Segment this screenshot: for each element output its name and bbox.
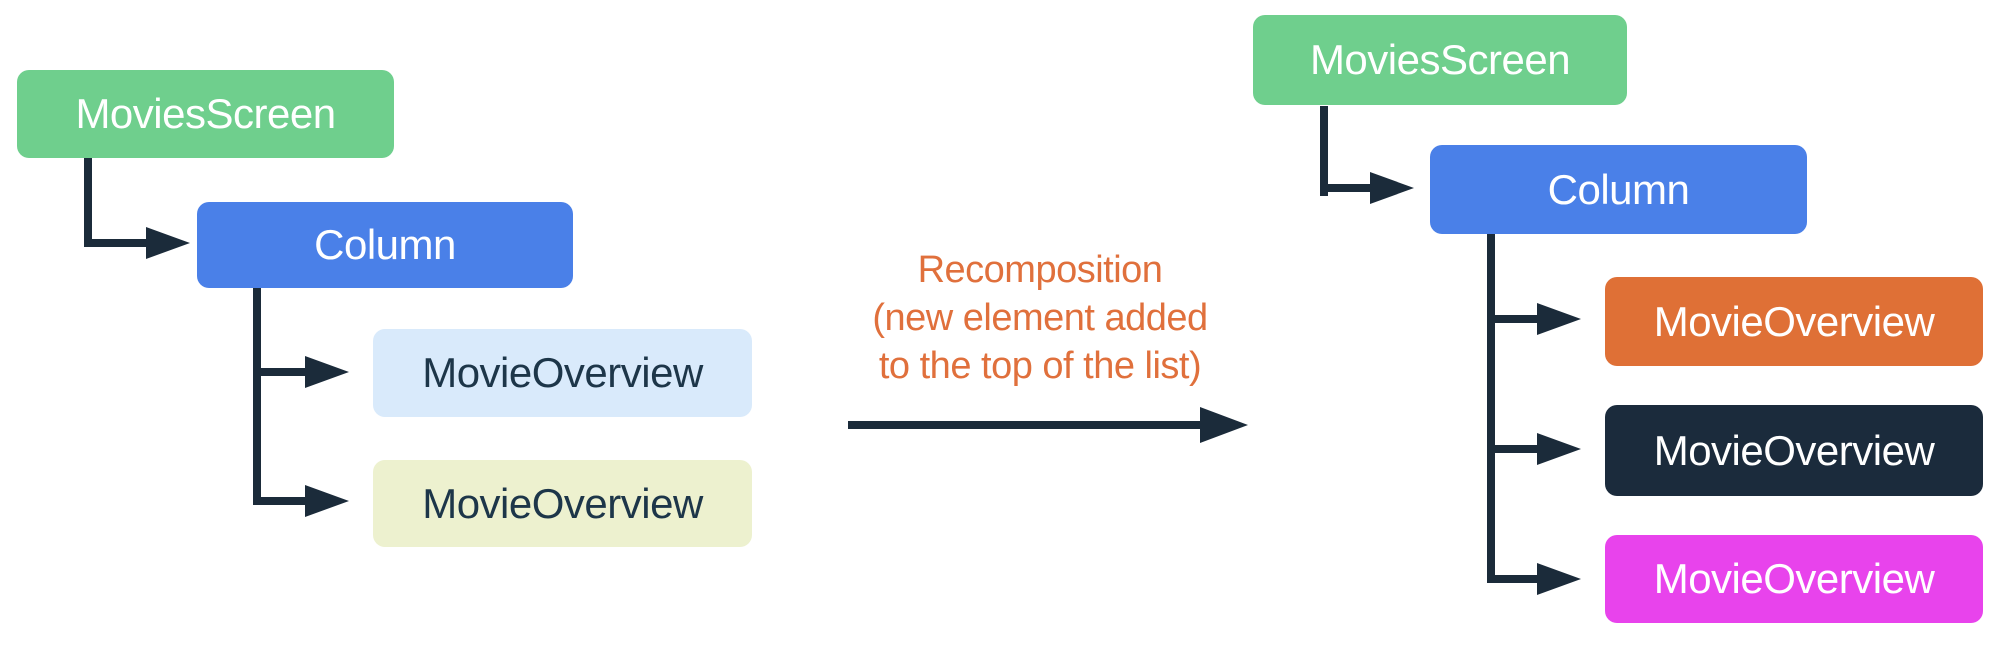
node-label: MoviesScreen <box>75 90 336 137</box>
connector-line <box>253 288 261 505</box>
connector-line <box>1487 315 1539 323</box>
node-movieoverview-after-3: MovieOverview <box>1605 535 1983 623</box>
connector-line <box>1487 445 1539 453</box>
node-movieoverview-after-1: MovieOverview <box>1605 277 1983 366</box>
node-label: MovieOverview <box>1653 555 1935 602</box>
node-movieoverview-after-2: MovieOverview <box>1605 405 1983 496</box>
arrowhead-icon <box>305 356 349 388</box>
transition-arrowhead-icon <box>1200 407 1248 443</box>
transition-arrow-line <box>848 421 1202 429</box>
connector-line <box>253 497 307 505</box>
connector-line <box>1320 184 1372 192</box>
arrowhead-icon <box>1537 433 1581 465</box>
connector-line <box>84 239 148 247</box>
arrowhead-icon <box>1537 303 1581 335</box>
node-label: Column <box>1547 165 1690 213</box>
node-label: Column <box>314 221 456 268</box>
node-label: MovieOverview <box>422 479 703 527</box>
recomposition-annotation: Recomposition (new element added to the … <box>780 246 1300 390</box>
connector-line <box>1487 575 1539 583</box>
node-label: MoviesScreen <box>1309 36 1571 83</box>
connector-line <box>253 368 307 376</box>
node-column-before: Column <box>197 202 573 288</box>
arrowhead-icon <box>146 227 190 259</box>
arrowhead-icon <box>1537 563 1581 595</box>
connector-line <box>1487 234 1495 583</box>
node-label: MovieOverview <box>1653 297 1935 345</box>
annotation-line-2: (new element added <box>872 297 1208 339</box>
node-moviesscreen-after: MoviesScreen <box>1253 15 1627 105</box>
node-column-after: Column <box>1430 145 1807 234</box>
connector-line <box>84 158 92 247</box>
arrowhead-icon <box>305 485 349 517</box>
annotation-line-1: Recomposition <box>917 249 1163 291</box>
node-moviesscreen-before: MoviesScreen <box>17 70 394 158</box>
arrowhead-icon <box>1370 172 1414 204</box>
node-movieoverview-before-2: MovieOverview <box>373 460 752 547</box>
annotation-line-3: to the top of the list) <box>878 345 1202 387</box>
node-movieoverview-before-1: MovieOverview <box>373 329 752 417</box>
node-label: MovieOverview <box>422 349 703 396</box>
connector-line <box>1320 106 1328 196</box>
node-label: MovieOverview <box>1653 426 1935 474</box>
